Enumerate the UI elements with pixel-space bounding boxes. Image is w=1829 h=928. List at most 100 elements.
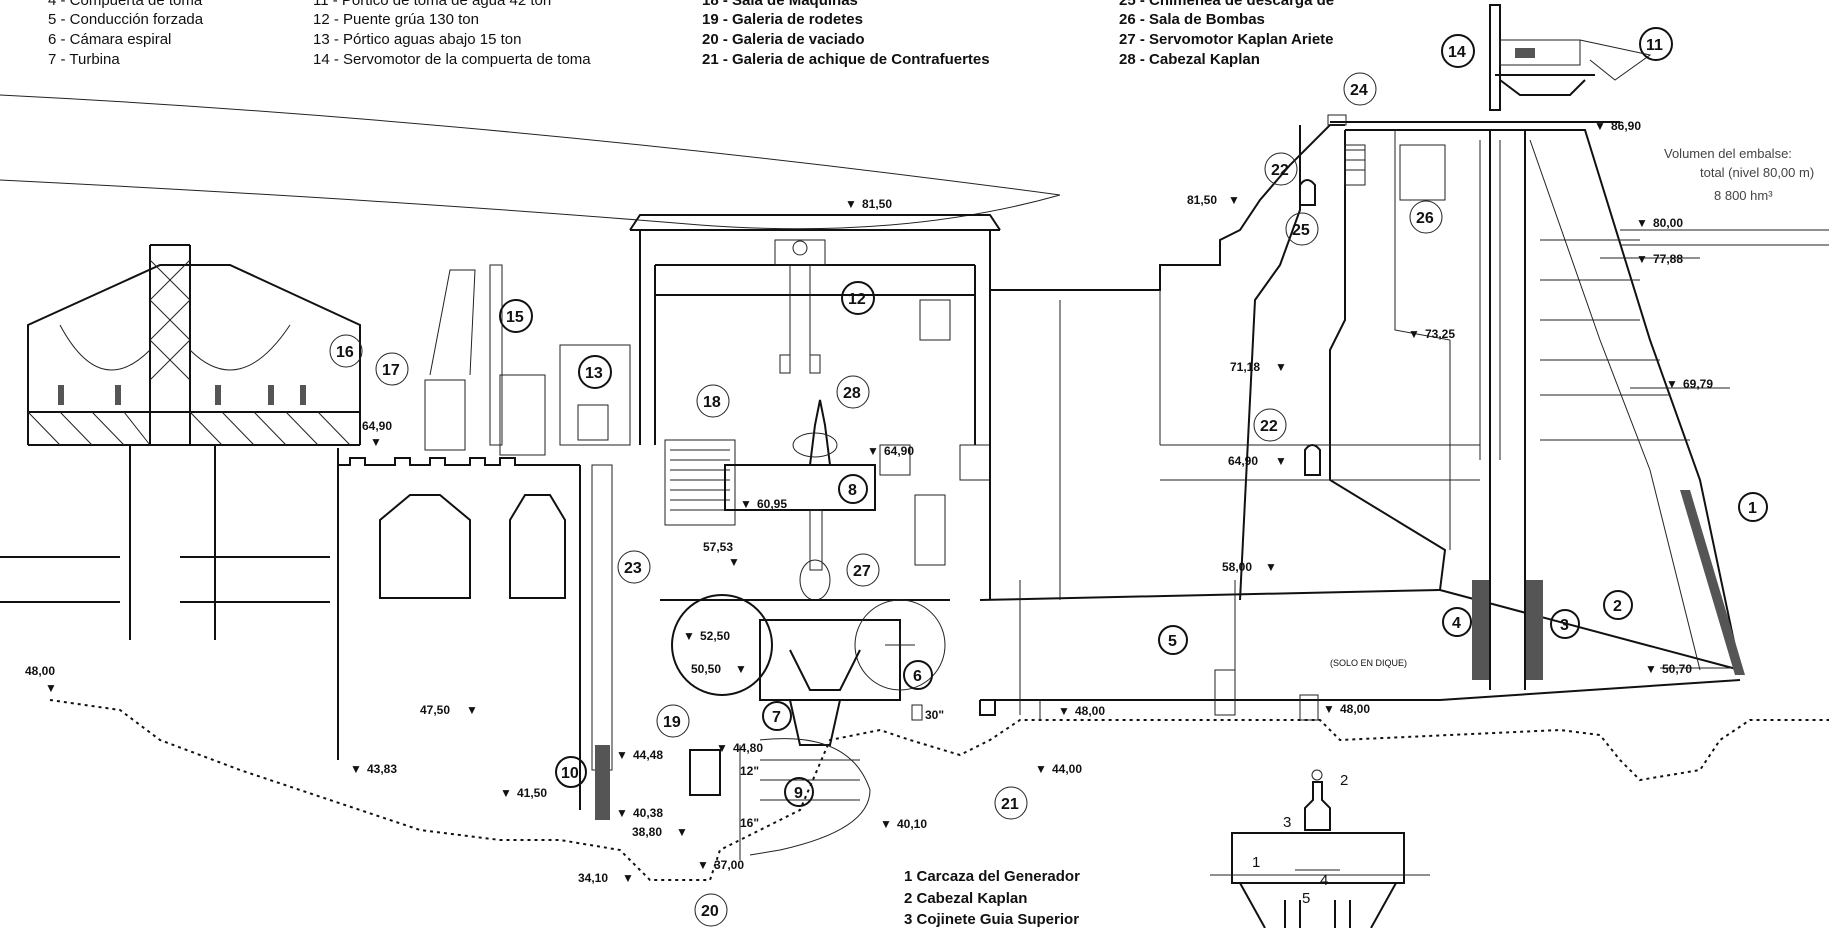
callout: 24: [1343, 72, 1377, 106]
svg-text:43,83: 43,83: [367, 762, 397, 776]
svg-text:21: 21: [1001, 796, 1019, 813]
svg-text:5: 5: [1168, 633, 1177, 650]
level-marker: ▼48,00: [1058, 704, 1105, 718]
svg-text:4: 4: [1452, 615, 1461, 632]
reservoir-line: total (nivel 80,00 m): [1700, 165, 1814, 180]
legend-item: 25 - Chimenea de descarga de: [1119, 0, 1334, 9]
callout: 26: [1409, 200, 1443, 234]
svg-text:34,10: 34,10: [578, 871, 608, 885]
svg-text:23: 23: [624, 560, 642, 577]
power-lines: [0, 94, 1061, 230]
pipe-size: 30": [925, 708, 944, 722]
svg-text:▼: ▼: [350, 762, 362, 776]
level-marker: 71,18▼: [1230, 360, 1287, 374]
callout: 12: [841, 281, 875, 315]
legend-item: 18 - Sala de Maquinas: [702, 0, 858, 9]
callout: 20: [694, 893, 728, 927]
legend-item: 6 - Cámara espiral: [48, 31, 171, 48]
svg-text:10: 10: [561, 765, 579, 782]
callout: 19: [656, 704, 690, 738]
svg-text:▼: ▼: [716, 741, 728, 755]
svg-text:38,80: 38,80: [632, 825, 662, 839]
svg-text:22: 22: [1260, 418, 1278, 435]
svg-text:86,90: 86,90: [1611, 119, 1641, 133]
svg-text:40,10: 40,10: [897, 817, 927, 831]
turbine-area: [660, 594, 996, 860]
legend-item: 13 - Pórtico aguas abajo 15 ton: [313, 31, 521, 48]
svg-text:44,80: 44,80: [733, 741, 763, 755]
generator-detail: 2 3 1 4 5: [1210, 769, 1430, 928]
svg-text:50,70: 50,70: [1662, 662, 1692, 676]
svg-text:16: 16: [336, 344, 354, 361]
powerhouse: [629, 214, 1001, 601]
dam: [989, 124, 1829, 690]
svg-text:44,48: 44,48: [633, 748, 663, 762]
svg-text:14: 14: [1448, 44, 1466, 61]
legend-item: 2 Cabezal Kaplan: [904, 890, 1027, 907]
callout: 28: [836, 375, 870, 409]
legend-item: 1 Carcaza del Generador: [904, 868, 1080, 885]
callout: 22: [1253, 408, 1287, 442]
svg-text:9: 9: [794, 785, 803, 802]
svg-text:64,90: 64,90: [362, 419, 392, 433]
callout: 6: [903, 660, 933, 690]
level-marker: ▼ 44,80: [716, 741, 763, 755]
callout: 27: [846, 553, 880, 587]
svg-text:69,79: 69,79: [1683, 377, 1713, 391]
svg-text:▼: ▼: [1275, 360, 1287, 374]
level-marker: 81,50▼: [1187, 193, 1240, 207]
svg-text:▼: ▼: [845, 197, 857, 211]
svg-text:3: 3: [1560, 617, 1569, 634]
svg-text:▼: ▼: [1408, 327, 1420, 341]
svg-text:24: 24: [1350, 82, 1368, 99]
svg-text:80,00: 80,00: [1653, 216, 1683, 230]
callout: 5: [1158, 625, 1188, 655]
detail-number: 2: [1340, 772, 1348, 789]
svg-text:17: 17: [382, 362, 400, 379]
callout: 22: [1264, 152, 1298, 186]
svg-text:41,50: 41,50: [517, 786, 547, 800]
svg-text:37,00: 37,00: [714, 858, 744, 872]
legend-item: 21 - Galeria de achique de Contrafuertes: [702, 51, 990, 68]
legend-item: 27 - Servomotor Kaplan Ariete: [1119, 31, 1334, 48]
svg-text:▼: ▼: [622, 871, 634, 885]
svg-text:▼: ▼: [1636, 216, 1648, 230]
gantry-crane: [1327, 4, 1652, 126]
svg-text:30": 30": [925, 708, 944, 722]
svg-text:▼: ▼: [45, 681, 57, 695]
callout: 10: [555, 756, 587, 788]
svg-text:15: 15: [506, 309, 524, 326]
callout: 25: [1285, 212, 1319, 246]
legend-item: 5 - Conducción forzada: [48, 11, 204, 28]
level-marker: ▼ 80,00: [1636, 216, 1683, 230]
svg-text:▼: ▼: [683, 629, 695, 643]
svg-text:▼: ▼: [735, 662, 747, 676]
level-marker: 58,00▼: [1222, 560, 1277, 574]
level-marker: 57,53▼: [703, 540, 740, 569]
svg-text:22: 22: [1271, 162, 1289, 179]
detail-number: 1: [1252, 854, 1260, 871]
level-marker: 38,80▼: [632, 825, 688, 839]
callouts: 1 2 3 4 5 6 7 8 9 10 11 12 13 14 15 16 1…: [329, 27, 1768, 927]
pipe-size: 16": [740, 816, 759, 830]
svg-text:44,00: 44,00: [1052, 762, 1082, 776]
svg-text:12: 12: [848, 291, 866, 308]
svg-text:60,95: 60,95: [757, 497, 787, 511]
svg-text:▼: ▼: [1228, 193, 1240, 207]
svg-text:40,38: 40,38: [633, 806, 663, 820]
switchyard-structure: [27, 244, 361, 640]
callout: 21: [994, 786, 1028, 820]
svg-text:2: 2: [1613, 598, 1622, 615]
legend-item: 11 - Pórtico de toma de agua 42 ton: [313, 0, 551, 9]
level-marker: ▼48,00: [1323, 702, 1370, 716]
svg-text:▼: ▼: [1636, 252, 1648, 266]
svg-text:▼: ▼: [1058, 704, 1070, 718]
level-markers: ▼81,50 ▼86,90 81,50▼ ▼80,00 ▼77,88 ▼73,2…: [25, 119, 1713, 885]
penstock: [979, 580, 1741, 721]
detail-number: 5: [1302, 890, 1310, 907]
svg-text:52,50: 52,50: [700, 629, 730, 643]
callout: 8: [838, 474, 868, 504]
pipe-size: 12": [740, 764, 759, 778]
svg-text:73,25: 73,25: [1425, 327, 1455, 341]
